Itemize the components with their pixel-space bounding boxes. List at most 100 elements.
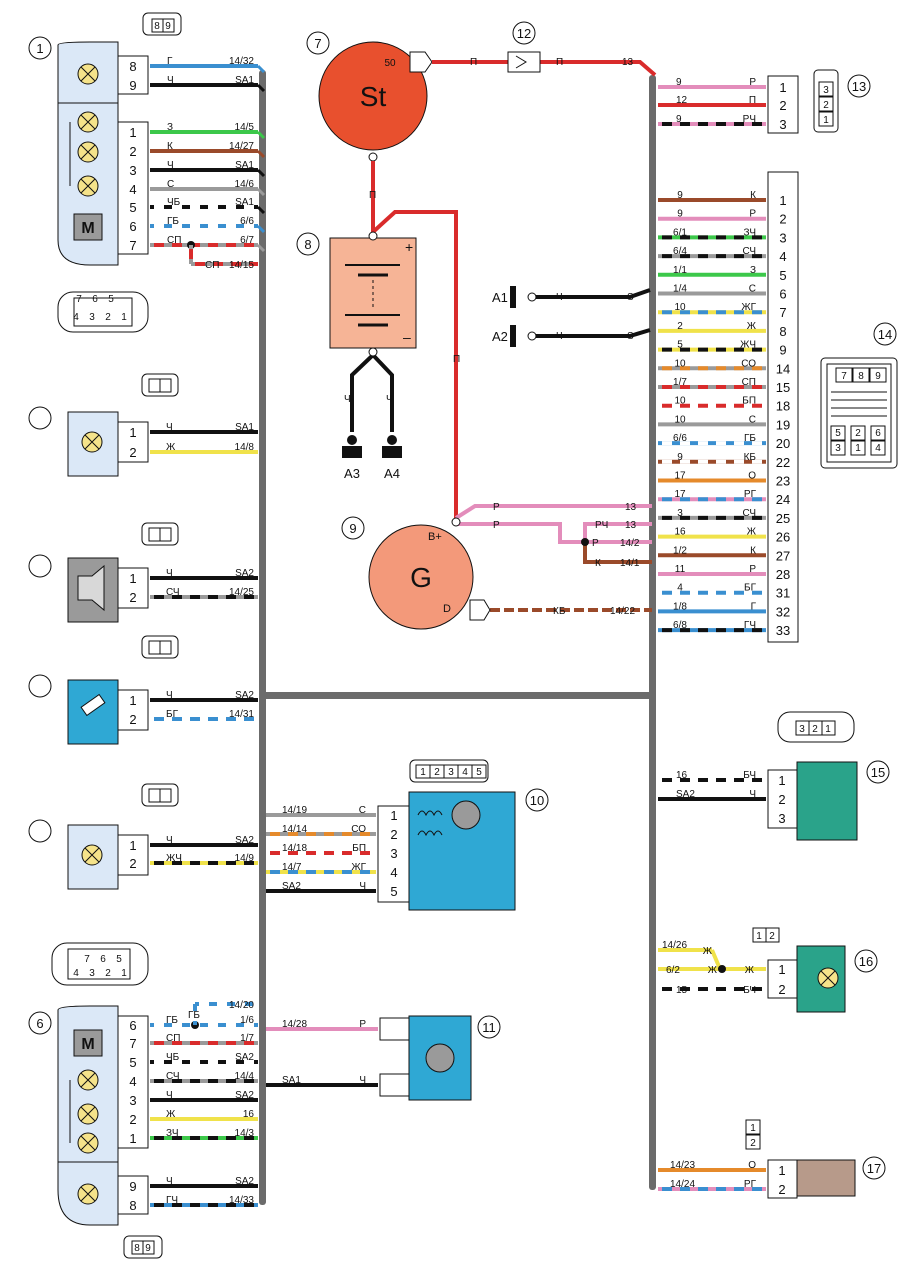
svg-text:9: 9 [145,1243,151,1254]
svg-text:5: 5 [476,767,482,778]
pin-number: 3 [390,846,397,861]
wire-label: С [749,414,756,425]
wire-label: СЧ [742,508,756,519]
pin-number: 1 [129,571,136,586]
wire-label: 14/26 [662,940,687,951]
component-12-relay: 12 [507,21,541,73]
svg-text:2: 2 [750,1138,756,1149]
wire-label: Ч [749,789,756,800]
component-c3 [28,522,179,623]
wire-label: Ч [166,1090,173,1101]
pin-number: 1 [779,80,786,95]
pin-number: 15 [776,380,790,395]
wire-label: ГБ [744,433,756,444]
pin-number: 8 [779,324,786,339]
wire-label: РГ [744,489,757,500]
wire-label: ЗЧ [744,227,757,238]
wire-label: 14/28 [282,1019,307,1030]
pin-number: 3 [779,117,786,132]
pin-number: 1 [778,962,785,977]
wire-label: SA1 [235,75,254,86]
wire-label: 10 [674,396,686,407]
wire-label: 6/6 [673,433,687,444]
pin-number: 18 [776,399,790,414]
wire-label: 16 [676,770,688,781]
wire-label: З [750,265,756,276]
wire-label: 9 [677,190,683,201]
wire-label: Ж [708,965,718,976]
wire-label: БГ [744,583,757,594]
wire-label: СО [741,358,756,369]
svg-text:3: 3 [799,724,805,735]
wire-label: С [749,284,756,295]
svg-text:+: + [405,239,413,255]
wire-label: 14/33 [229,1195,254,1206]
wire-label: С [167,179,174,190]
wire-label: 9 [676,77,682,88]
pin-number: 2 [129,445,136,460]
face-pin: 6 [100,954,106,965]
svg-text:6: 6 [36,1016,43,1031]
svg-text:3: 3 [835,443,841,454]
svg-text:5: 5 [835,428,841,439]
pin-number: 4 [390,865,397,880]
svg-text:КБ: КБ [553,606,566,617]
wire-label: 1/1 [673,265,687,276]
wire-label: РГ [744,1179,757,1190]
wire-label: 14/7 [282,862,302,873]
pin-number: 6 [779,287,786,302]
wire-label: СП [167,235,181,246]
wire-label: 1/6 [240,1015,254,1026]
face-pin: 3 [89,968,95,979]
pin-number: 26 [776,530,790,545]
component-7-starter: 7 St 50 [306,31,433,162]
svg-text:16: 16 [859,954,873,969]
wire-label: 10 [674,414,686,425]
svg-text:Р: Р [493,502,500,513]
wire-label: 14/20 [229,1000,254,1011]
component-17-sensor: 17 [767,1156,886,1199]
wire-label: Г [167,56,173,67]
wire-label: 14/32 [229,56,254,67]
pin-number: 2 [129,856,136,871]
wire-label: 17 [674,489,686,500]
pin-number: 2 [778,982,785,997]
face-pin: 2 [105,968,111,979]
svg-text:8: 8 [304,237,311,252]
wire-label: ЧБ [166,1052,180,1063]
svg-text:1: 1 [756,931,762,942]
svg-text:Р: Р [493,520,500,531]
horn-icon [77,564,105,612]
svg-text:8: 8 [858,371,864,382]
wire-label: 6/6 [240,216,254,227]
svg-text:12: 12 [517,26,531,41]
motor-icon: M [81,220,94,237]
wire-label: SA2 [235,1052,254,1063]
wire-label: 14/19 [282,805,307,816]
wire-label: Ч [166,422,173,433]
wire-label: Г [751,601,757,612]
pin-number: 7 [779,305,786,320]
svg-text:St: St [360,81,387,112]
wire-label: 14/14 [282,824,307,835]
wire-label: 2 [677,321,683,332]
wire-label: 14/27 [229,141,254,152]
component-10-switch: 10 [377,759,549,911]
pin-number: 5 [129,200,136,215]
svg-text:1: 1 [36,41,43,56]
wire-label: SA2 [235,1090,254,1101]
svg-text:8: 8 [154,21,160,32]
wire-label: 6/2 [666,965,680,976]
thermistor-icon [80,693,106,717]
wire-label: СЧ [742,246,756,257]
wire-label: 10 [674,302,686,313]
svg-text:П: П [470,57,477,68]
wire-label: 6/8 [673,620,687,631]
wire-label: ГБ [167,216,179,227]
svg-text:Р: Р [592,538,599,549]
pin-number: 2 [778,1182,785,1197]
wire-label: 14/23 [670,1160,695,1171]
wire-label: 6/1 [673,227,687,238]
svg-text:13: 13 [625,520,637,531]
svg-text:П: П [453,354,460,365]
